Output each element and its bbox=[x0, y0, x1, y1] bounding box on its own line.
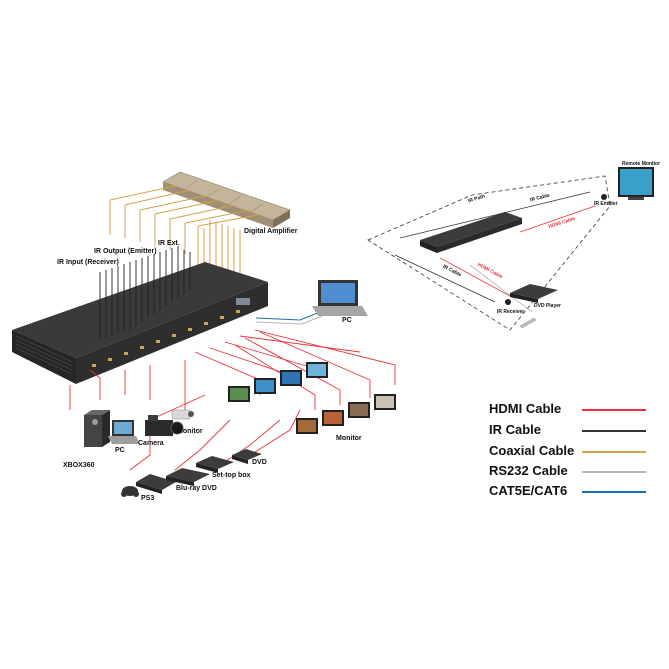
label-ir-output: IR Output (Emitter) bbox=[94, 248, 157, 255]
legend-label: HDMI Cable bbox=[489, 401, 562, 416]
label-dvd: DVD bbox=[252, 459, 267, 466]
legend-item-cat: CAT5E/CAT6 bbox=[489, 483, 654, 501]
ps3-controller bbox=[121, 486, 139, 497]
ir-cables bbox=[99, 246, 191, 340]
label-ps3: PS3 bbox=[141, 495, 155, 502]
label-camera: Camera bbox=[138, 440, 164, 447]
legend-label: CAT5E/CAT6 bbox=[489, 483, 568, 498]
legend-item-coaxial: Coaxial Cable bbox=[489, 443, 654, 461]
pc-right-laptop bbox=[312, 280, 368, 316]
camera-device bbox=[145, 415, 184, 436]
inset-label-remote-monitor: Remote Monitor bbox=[622, 161, 661, 167]
label-monitor: Monitor bbox=[336, 435, 362, 442]
inset-label-ir-emitter: IR Emitter bbox=[594, 201, 618, 207]
dvd-player bbox=[232, 449, 262, 464]
digital-amplifier-stack bbox=[162, 171, 291, 228]
label-digital-amplifier: Digital Amplifier bbox=[244, 228, 298, 235]
label-set-top-box: Set-top box bbox=[212, 472, 251, 479]
xbox360-console bbox=[84, 410, 110, 447]
label-pc-right: PC bbox=[342, 317, 352, 324]
inset-label-ir-receiver: IR Receiver bbox=[497, 309, 525, 315]
ps3-console bbox=[136, 474, 176, 494]
hdmi-cables bbox=[69, 329, 396, 471]
label-ir-ext: IR Ext. bbox=[158, 240, 180, 247]
legend-label: IR Cable bbox=[489, 422, 542, 437]
matrix-switch bbox=[12, 262, 268, 384]
monitors-lower-row bbox=[296, 394, 396, 434]
legend-item-ir: IR Cable bbox=[489, 422, 654, 440]
blu-ray-player bbox=[166, 468, 210, 486]
legend-item-hdmi: HDMI Cable bbox=[489, 401, 654, 419]
label-ir-input: IR Input (Receiver) bbox=[57, 259, 119, 266]
inset-label-dvd-player: DVD Player bbox=[534, 303, 561, 309]
monitors-upper-row bbox=[228, 362, 328, 402]
legend-lines bbox=[582, 409, 646, 493]
pc-link-cables bbox=[255, 311, 323, 325]
legend-label: Coaxial Cable bbox=[489, 443, 575, 458]
set-top-box bbox=[196, 456, 234, 473]
label-pc-left: PC bbox=[115, 447, 125, 454]
pc-left-laptop bbox=[108, 420, 140, 444]
legend-label: RS232 Cable bbox=[489, 463, 568, 478]
label-xbox360: XBOX360 bbox=[63, 462, 95, 469]
cctv-camera bbox=[171, 409, 194, 420]
inset-diagram bbox=[367, 167, 654, 331]
label-monitor-small: Monitor bbox=[177, 428, 203, 435]
legend-item-rs232: RS232 Cable bbox=[489, 463, 654, 481]
label-blu-ray-dvd: Blu-ray DVD bbox=[176, 485, 217, 492]
